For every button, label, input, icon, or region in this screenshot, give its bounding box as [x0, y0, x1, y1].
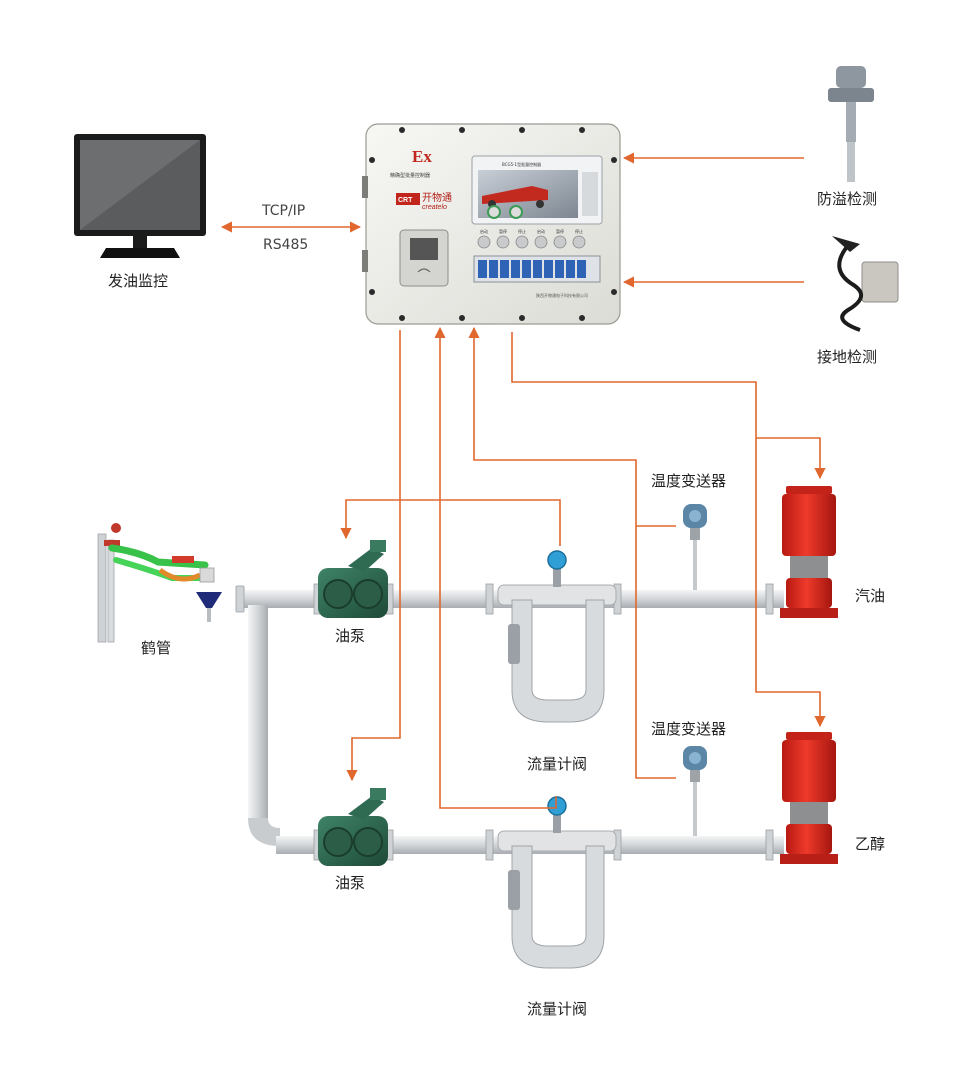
ethanol-pump-icon — [780, 732, 838, 864]
controller-company: 陕西开物通电子科技有限公司 — [536, 292, 588, 298]
controller-screen-title: BCG5-1型批量控制器 — [502, 161, 541, 167]
controller-brand-badge: CRT — [398, 197, 413, 204]
label-pump-2: 油泵 — [335, 874, 366, 892]
overflow-sensor-icon — [828, 66, 874, 182]
pump-1-icon — [318, 540, 388, 618]
controller-button-label: 停止 — [518, 228, 526, 234]
temp-transmitter-2-icon — [683, 746, 707, 836]
label-rs485: RS485 — [263, 237, 309, 253]
batch-controller — [362, 123, 621, 325]
label-overflow-detection: 防溢检测 — [817, 190, 878, 208]
label-temp-transmitter-2: 温度变送器 — [651, 720, 727, 738]
temp-transmitter-1-icon — [683, 504, 707, 590]
label-flowmeter-1: 流量计阀 — [527, 755, 588, 773]
label-loading-arm: 鹤管 — [141, 639, 172, 657]
line-flow1 — [400, 499, 561, 546]
label-ground-detection: 接地检测 — [817, 348, 878, 366]
controller-brand-cn: 开物通 — [422, 191, 452, 204]
controller-button-label: 启动 — [480, 228, 488, 234]
arrow-temp — [468, 326, 676, 527]
pipe-elbow — [248, 818, 280, 846]
label-monitor: 发油监控 — [108, 272, 169, 290]
ground-sensor-icon — [832, 236, 899, 332]
controller-button-label: 暂停 — [556, 228, 564, 234]
pipe-vertical — [248, 605, 268, 820]
arrow-eth-pump — [755, 438, 826, 728]
controller-brand-en: createlo — [422, 204, 447, 211]
signal-lines — [220, 152, 826, 809]
controller-button-label: 暂停 — [499, 228, 507, 234]
pump-2-icon — [318, 788, 388, 866]
arrow-pump1 — [340, 330, 401, 540]
loading-arm — [97, 523, 222, 643]
flowmeter-1-icon — [497, 550, 617, 723]
label-gasoline: 汽油 — [855, 587, 886, 605]
label-temp-transmitter-1: 温度变送器 — [651, 472, 727, 490]
arrow-gas-pump — [511, 332, 826, 480]
label-tcp-ip: TCP/IP — [262, 203, 306, 219]
controller-title: 精确型批量控制器 — [390, 172, 430, 179]
label-pump-1: 油泵 — [335, 627, 366, 645]
controller-ex-mark: Ex — [412, 147, 432, 166]
controller-button-label: 启动 — [537, 228, 545, 234]
arrow-flow2 — [434, 326, 557, 809]
label-flowmeter-2: 流量计阀 — [527, 1000, 588, 1018]
arrow-pump2 — [346, 500, 401, 782]
line-temp2 — [635, 526, 676, 779]
flowmeter-2-icon — [497, 796, 617, 969]
label-ethanol: 乙醇 — [855, 835, 886, 853]
monitor-icon — [74, 134, 206, 258]
gasoline-pump-icon — [780, 486, 838, 618]
controller-button-label: 停止 — [575, 228, 583, 234]
